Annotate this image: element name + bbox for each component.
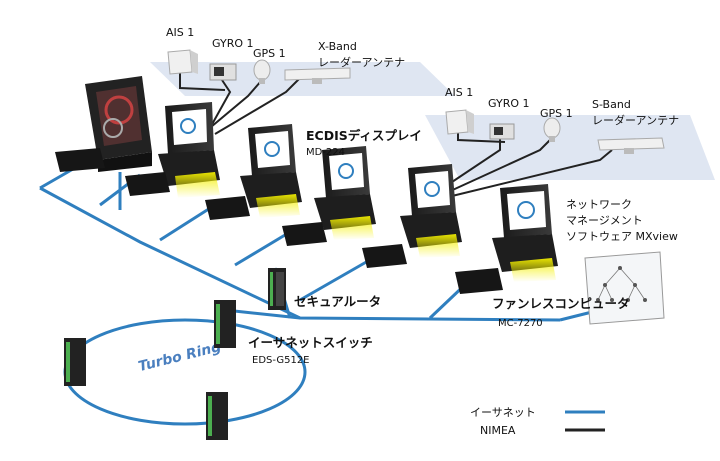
s-gps-antenna [543,117,561,142]
s-gyro-label: GYRO 1 [488,97,530,110]
x-ais-antenna [167,49,198,75]
fanless-model: MC-7270 [498,318,543,329]
router-label: セキュアルータ [294,294,381,309]
ecdis-display-2 [240,124,302,218]
x-gps-antenna [253,59,271,84]
ethernet-switch-2 [64,338,86,386]
ecdis-display-5 [492,184,558,282]
x-gyro-unit [209,63,237,81]
ecdis-display-3 [314,146,376,240]
x-ais-label: AIS 1 [166,26,194,39]
secure-router [268,268,286,310]
s-radar-label-line1: S-Band [592,98,631,111]
radar-console [85,76,152,172]
s-ais-label: AIS 1 [445,86,473,99]
mxview-label-line2: マネージメント [566,214,643,227]
mxview-window [584,251,665,325]
s-radar-antenna [597,137,665,154]
s-gps-label: GPS 1 [540,107,573,120]
ring-label: Turbo Ring [137,339,223,375]
switch-title: イーサネットスイッチ [248,335,373,350]
mxview-label-line3: ソフトウェア MXview [566,230,678,243]
s-gyro-unit [489,123,515,140]
x-radar-label-line2: レーダーアンテナ [318,55,405,69]
nmea-cables [179,72,613,197]
ecdis-model: MD-224 [306,147,345,158]
s-radar-label-line2: レーダーアンテナ [592,113,679,127]
x-radar-label-line1: X-Band [318,40,357,53]
fanless-title: ファンレスコンピュータ [492,296,630,311]
legend-nmea-label: NIMEA [480,424,516,437]
mxview-label-line1: ネットワーク [566,198,632,211]
ethernet-switch-3 [206,392,228,440]
ecdis-title: ECDISディスプレイ [306,128,422,143]
legend-ethernet-label: イーサネット [470,406,536,419]
switch-model: EDS-G512E [252,355,310,366]
x-gps-label: GPS 1 [253,47,286,60]
ethernet-switch-1 [214,300,236,348]
ecdis-display-4 [400,164,462,258]
s-ais-antenna [445,109,474,135]
x-gyro-label: GYRO 1 [212,37,254,50]
ecdis-display-1 [158,102,220,198]
fanless-computers [55,148,503,294]
legend: イーサネット NIMEA [470,406,605,437]
x-radar-antenna [284,67,351,84]
